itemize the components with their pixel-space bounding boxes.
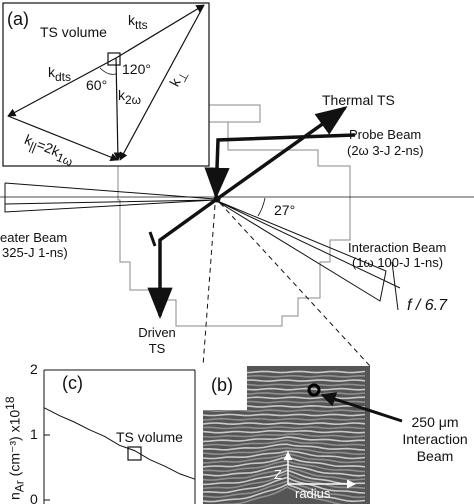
- panel-b-tag: (b): [211, 375, 233, 395]
- focal-point: [213, 195, 221, 203]
- interferogram-image: [203, 366, 370, 504]
- angle-120-label: 120°: [122, 61, 151, 77]
- angle-27-arc: [257, 197, 266, 217]
- heater-beam-spec: 325-J 1-ns): [2, 245, 68, 260]
- ytick-label-1: 1: [30, 426, 38, 442]
- annotation-line-1: 250 μm: [411, 414, 459, 430]
- k-2w-vector: [113, 57, 123, 161]
- driven-ts-label-2: TS: [148, 341, 166, 356]
- fringe-line: [203, 447, 366, 456]
- fringe-line: [203, 452, 366, 464]
- fringe-line: [203, 456, 366, 468]
- fringe-line: [203, 460, 366, 473]
- interferogram-photo: [203, 366, 370, 504]
- annotation-line-3: Beam: [416, 448, 454, 464]
- ts-volume-box-a: [107, 52, 121, 66]
- panel-a-tag: (a): [7, 9, 29, 29]
- driven-ts-tick: [148, 231, 157, 247]
- fringe-line: [203, 426, 366, 430]
- density-line: [43, 407, 196, 480]
- heater-beam: [4, 182, 216, 213]
- k-perp-vector: [119, 4, 205, 161]
- fringe-line: [203, 436, 365, 443]
- ts-volume-box-c: [127, 446, 142, 461]
- density-series: [43, 407, 196, 480]
- panel-c-tag: (c): [62, 373, 83, 393]
- fringe-line: [203, 483, 366, 503]
- driven-ts-label-1: Driven: [138, 325, 176, 340]
- panel-a-frame: [2, 2, 210, 167]
- annotation-line-2: Interaction: [402, 431, 468, 447]
- fringe-line: [203, 422, 366, 426]
- radius-axis-label: radius: [295, 486, 331, 501]
- ts-volume-label-c: TS volume: [116, 429, 183, 445]
- k-tts-vector: [115, 4, 205, 59]
- fringe-line: [203, 433, 366, 438]
- fringe-line: [203, 466, 366, 481]
- panel-c-ylabel: nAr (cm⁻³) x1018: [3, 396, 27, 500]
- interaction-beam-aperture: [391, 261, 399, 311]
- zoom-line-left: [202, 204, 216, 367]
- interaction-beam-spec: (1ω 100-J 1-ns): [352, 255, 444, 270]
- angle-60-arc: [99, 67, 117, 75]
- heater-beam-label: eater Beam: [0, 230, 68, 245]
- probe-beam-arrow: [204, 133, 356, 200]
- probe-beam-label: Probe Beam: [349, 127, 422, 142]
- angle-27-label: 27°: [274, 202, 296, 218]
- k-dts-vector: [7, 57, 117, 117]
- k-2w-label: k2ω: [118, 87, 142, 107]
- interaction-beam-marker: [307, 383, 321, 397]
- fringe-line: [203, 439, 366, 447]
- ytick-label-0: 0: [30, 491, 38, 504]
- chamber-top-box: [207, 104, 261, 123]
- zoom-line-right: [219, 202, 371, 367]
- fringe-line: [216, 486, 366, 504]
- interaction-beam-label: Interaction Beam: [348, 240, 447, 255]
- k-dts-label: kdts: [48, 64, 72, 84]
- probe-beam-spec: (2ω 3-J 2-ns): [347, 143, 424, 158]
- thermal-ts-label: Thermal TS: [322, 92, 395, 108]
- fringe-line: [203, 472, 366, 490]
- angle-60-label: 60°: [86, 77, 108, 93]
- thermal-ts-arrow: [215, 106, 348, 201]
- interaction-beam: [214, 199, 401, 302]
- k-par-vector: [7, 115, 119, 162]
- fringe-line: [203, 476, 366, 494]
- fringe-line: [203, 429, 366, 434]
- fringe-line: [203, 469, 366, 486]
- k-tts-label: ktts: [128, 12, 148, 32]
- z-axis-label: Z: [274, 467, 282, 482]
- fringe-line: [203, 443, 366, 451]
- fringe-line: [203, 480, 366, 499]
- ytick-label-2: 2: [30, 361, 38, 377]
- f-number-label: f / 6.7: [407, 297, 448, 314]
- fringe-line: [203, 463, 366, 477]
- ts-volume-label-a: TS volume: [40, 24, 107, 40]
- chamber-outline: [109, 105, 351, 327]
- driven-ts-arrow: [147, 197, 219, 320]
